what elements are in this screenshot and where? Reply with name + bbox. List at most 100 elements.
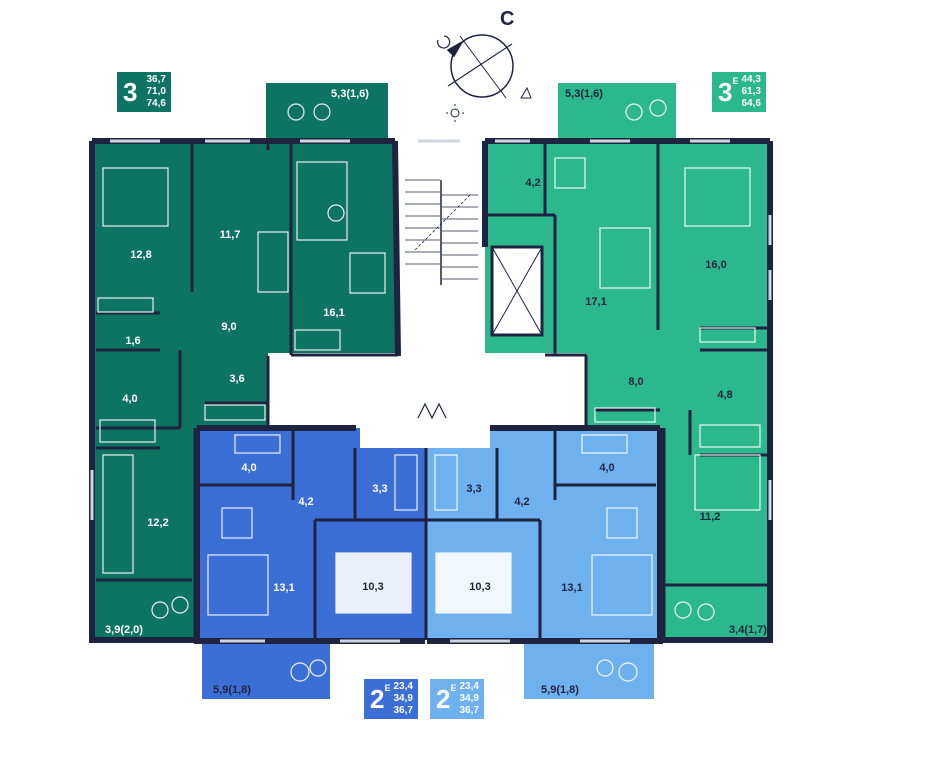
room-area-label: 3,4(1,7)	[729, 624, 767, 636]
room-count: 2	[436, 684, 451, 714]
room-area-label: 9,0	[221, 321, 236, 333]
room-area-label: 11,7	[220, 229, 241, 241]
sofa-icon	[257, 231, 289, 293]
table-icon	[327, 204, 345, 222]
sofa-icon	[591, 554, 653, 616]
room-area-label: 5,3(1,6)	[565, 88, 603, 100]
dining-table-icon	[554, 157, 586, 189]
wardrobe-icon	[699, 327, 756, 343]
room-count: 2	[370, 684, 385, 714]
balcony-top-right	[558, 83, 676, 139]
sunset-icon	[520, 86, 532, 99]
chair-icon	[674, 601, 692, 619]
bed-icon	[102, 167, 169, 227]
bathtub-icon	[699, 424, 761, 448]
interior-walls	[96, 141, 770, 640]
room-count: 3	[718, 77, 733, 107]
compass	[437, 34, 532, 122]
entrance-arrow-icon	[417, 402, 447, 420]
room-area-label: 5,9(1,8)	[541, 684, 579, 696]
euro-marker: Е	[450, 683, 457, 693]
compass-circle	[450, 34, 514, 98]
room-area-label: 13,1	[561, 582, 582, 594]
bathtub-icon	[99, 419, 156, 443]
chair-icon	[290, 662, 310, 682]
kitchen-counter-icon	[234, 434, 281, 454]
room-area-label: 4,0	[122, 393, 137, 405]
room-area-label: 4,0	[241, 462, 256, 474]
moon-icon	[437, 35, 451, 49]
area-list: 36,7 71,0 74,6	[146, 74, 166, 109]
stairs	[405, 179, 478, 285]
furniture	[97, 99, 761, 682]
chair-icon	[625, 103, 643, 121]
kitchen-counter-icon	[581, 434, 628, 454]
room-area-label: 5,9(1,8)	[213, 684, 251, 696]
wardrobe-icon	[97, 297, 154, 313]
chair-icon	[171, 596, 189, 614]
sun-icon	[446, 104, 464, 122]
room-area-label: 3,3	[372, 483, 387, 495]
room-area-label: 12,8	[130, 249, 151, 261]
room-area-label: 4,2	[525, 177, 540, 189]
bed-icon	[684, 167, 751, 227]
dining-table-icon	[221, 507, 253, 539]
room-area-label: 10,3	[469, 581, 490, 593]
room-area-label: 4,0	[599, 462, 614, 474]
room-area-label: 4,2	[298, 496, 313, 508]
windows	[90, 139, 772, 643]
room-area-label: 4,8	[717, 389, 732, 401]
room-area-label: 12,2	[147, 517, 168, 529]
bathtub-icon	[394, 454, 418, 511]
chair-icon	[618, 662, 638, 682]
kitchen-counter-icon	[294, 329, 341, 351]
euro-marker: Е	[384, 683, 391, 693]
bed-icon	[335, 552, 412, 614]
bed-icon	[435, 552, 512, 614]
bathtub-icon	[434, 454, 458, 511]
chair-icon	[151, 601, 169, 619]
chair-icon	[309, 659, 327, 677]
area-list: 23,4 34,9 36,7	[459, 681, 479, 716]
balcony-mid-right	[524, 643, 654, 699]
wardrobe-icon	[204, 404, 266, 421]
room-area-label: 4,2	[514, 496, 529, 508]
room-area-label: 16,1	[323, 307, 344, 319]
chair-icon	[649, 99, 667, 117]
chair-icon	[313, 103, 331, 121]
sofa-icon	[207, 554, 269, 616]
wardrobe-icon	[594, 407, 656, 423]
area-list: 23,4 34,9 36,7	[393, 681, 413, 716]
bed-icon	[694, 454, 761, 511]
room-labels: 5,3(1,6) 12,8 11,7 16,1 9,0 1,6 3,6 4,0 …	[105, 88, 767, 696]
compass-north-letter: С	[500, 8, 515, 30]
dining-table-icon	[349, 252, 386, 294]
dining-table-icon	[606, 507, 638, 539]
room-area-label: 11,2	[700, 511, 721, 523]
chair-icon	[596, 659, 614, 677]
sofa-icon	[296, 161, 348, 241]
common-area	[268, 141, 586, 448]
chair-icon	[697, 603, 715, 621]
chair-icon	[287, 103, 305, 121]
area-list: 44,3 61,3 64,6	[741, 74, 761, 109]
room-area-label: 3,3	[466, 483, 481, 495]
euro-marker: Е	[732, 76, 739, 86]
room-area-label: 1,6	[125, 335, 140, 347]
apartment-badge: 3 36,7 71,0 74,6	[117, 72, 171, 112]
room-area-label: 17,1	[585, 296, 606, 308]
room-area-label: 8,0	[628, 376, 643, 388]
apartment-right	[485, 141, 770, 640]
room-area-label: 16,0	[705, 259, 726, 271]
compass-arrow-icon	[446, 39, 465, 58]
room-count: 3	[123, 77, 138, 107]
room-area-label: 10,3	[362, 581, 383, 593]
room-area-label: 5,3(1,6)	[331, 88, 369, 100]
balcony-top-left	[266, 83, 388, 139]
wardrobe-icon	[102, 454, 134, 574]
room-area-label: 3,9(2,0)	[105, 624, 143, 636]
